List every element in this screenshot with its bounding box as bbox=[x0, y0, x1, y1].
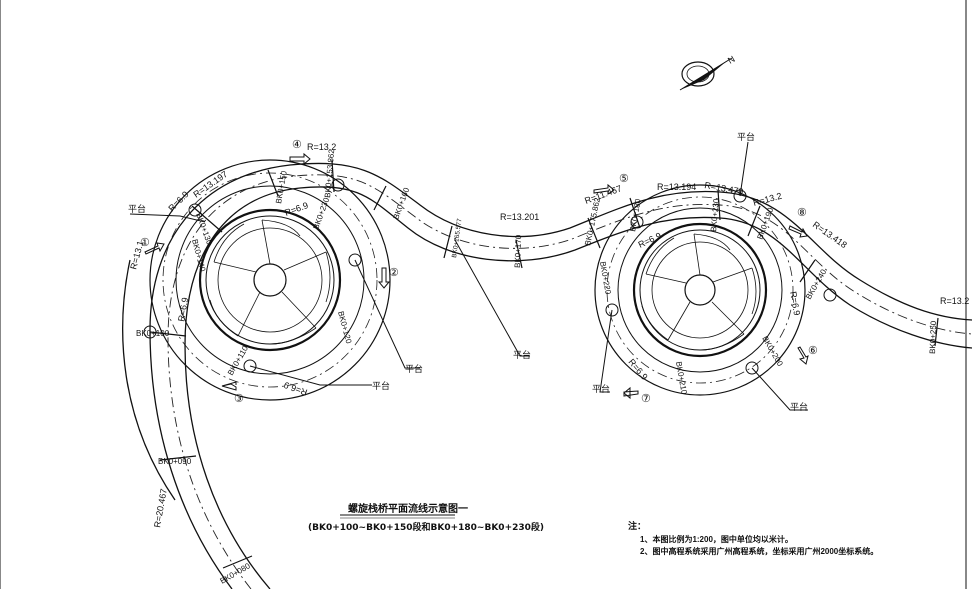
station-label: BK0+230 bbox=[709, 198, 721, 232]
flow-marker-4: ④ bbox=[292, 139, 302, 151]
platform-label: 平台 bbox=[372, 380, 390, 391]
arrow-icon bbox=[144, 242, 165, 255]
arrow-icon bbox=[289, 152, 311, 166]
arrow-icon bbox=[788, 225, 808, 238]
radius-label: R=13.418 bbox=[811, 219, 849, 250]
station-label: BK0+240 bbox=[804, 267, 829, 301]
platform-leaders bbox=[129, 141, 808, 411]
station-label: BK0+170 bbox=[513, 234, 523, 268]
left-spiral-hub bbox=[143, 159, 391, 401]
station-label: BK0+210 bbox=[674, 361, 689, 396]
note-item: 2、图中高程系统采用广州高程系统，坐标采用广州2000坐标系统。 bbox=[640, 546, 878, 556]
drawing-title: 螺旋栈桥平面流线示意图一 bbox=[348, 502, 468, 515]
platform-label: 平台 bbox=[790, 401, 808, 412]
station-label: BK0+080 bbox=[219, 561, 253, 586]
station-label: BK0+220 bbox=[598, 261, 613, 296]
platform-labels: 平台 平台 平台 平台 平台 平台 平台 bbox=[128, 131, 808, 412]
radius-label: R=13.201 bbox=[500, 212, 539, 222]
note-item: 1、本图比例为1:200，图中单位均以米计。 bbox=[640, 534, 793, 544]
arrow-icon bbox=[623, 386, 639, 400]
arrow-icon bbox=[593, 183, 615, 195]
north-label: N bbox=[726, 54, 737, 66]
flow-arrows bbox=[144, 152, 809, 400]
radius-label: R=6.9 bbox=[176, 297, 190, 323]
flow-marker-8: ⑧ bbox=[797, 207, 807, 219]
flow-marker-6: ⑥ bbox=[808, 345, 818, 357]
notes-block: 注： 1、本图比例为1:200，图中单位均以米计。 2、图中高程系统采用广州高程… bbox=[628, 520, 878, 556]
station-label: BK0+250 bbox=[928, 320, 938, 354]
radius-label: R=6.9 bbox=[282, 380, 308, 398]
title-block: 螺旋栈桥平面流线示意图一 (BK0+100~BK0+150段和BK0+180~B… bbox=[308, 502, 544, 533]
station-label: BK0+090 bbox=[158, 457, 192, 466]
radius-label: R=13.479 bbox=[704, 180, 744, 197]
platform-label: 平台 bbox=[592, 383, 610, 394]
arrow-icon bbox=[377, 267, 391, 289]
flow-markers: ① ② ③ ④ ⑤ ⑥ ⑦ ⑧ bbox=[140, 139, 818, 405]
station-label: BK0+153.862 bbox=[323, 148, 336, 198]
platform-label: 平台 bbox=[737, 131, 755, 142]
station-label: BK0+200 bbox=[760, 335, 785, 369]
radius-label: R=13.194 bbox=[657, 182, 696, 192]
radius-label: R=13.2 bbox=[307, 142, 336, 152]
station-ticks bbox=[149, 159, 939, 569]
radius-label: R=6.9 bbox=[788, 291, 802, 317]
arrow-icon bbox=[221, 381, 237, 391]
flow-marker-1: ① bbox=[140, 237, 150, 249]
flow-marker-7: ⑦ bbox=[641, 393, 651, 405]
station-label: BK0+110 bbox=[226, 344, 250, 377]
platform-label: 平台 bbox=[513, 349, 531, 360]
radius-label: R=6.9 bbox=[626, 357, 649, 382]
radius-label: R=6.9 bbox=[166, 189, 190, 213]
flow-marker-5: ⑤ bbox=[619, 173, 629, 185]
station-label: BK0+160 bbox=[391, 186, 411, 221]
flow-marker-2: ② bbox=[389, 267, 399, 279]
radius-label: R=13.2 bbox=[940, 296, 969, 306]
station-label: BK0+100 bbox=[136, 329, 170, 338]
platform-label: 平台 bbox=[128, 203, 146, 214]
bridge-deck bbox=[122, 162, 972, 589]
platform-label: 平台 bbox=[405, 363, 423, 374]
arrow-icon bbox=[797, 346, 809, 365]
drawing-subtitle: (BK0+100~BK0+150段和BK0+180~BK0+230段) bbox=[308, 521, 544, 533]
notes-header: 注： bbox=[628, 520, 646, 531]
radius-label: R=11.467 bbox=[583, 183, 623, 206]
radius-label: R=20.467 bbox=[152, 488, 169, 528]
north-arrow-icon: N bbox=[679, 54, 737, 91]
station-label: BK0+230 bbox=[311, 196, 331, 231]
flow-marker-3: ③ bbox=[234, 393, 244, 405]
